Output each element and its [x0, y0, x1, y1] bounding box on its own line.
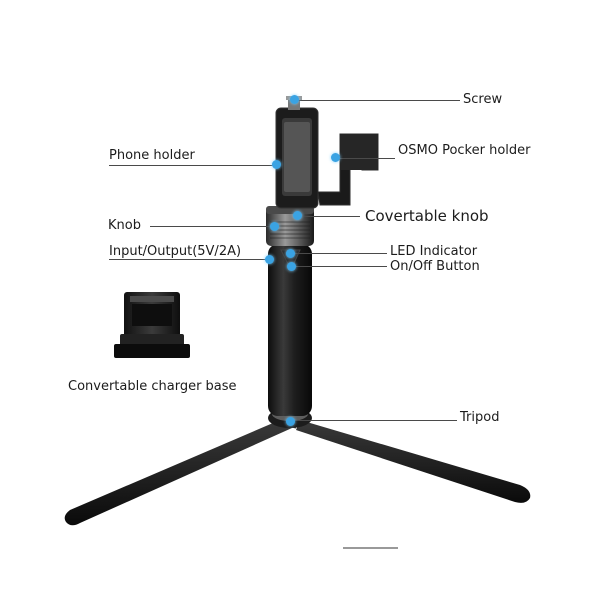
osmo-holder-label: OSMO Pocker holder [398, 143, 531, 158]
screw-leader [298, 100, 460, 101]
on-off-button-dot [287, 262, 296, 271]
charger-base-label: Convertable charger base [68, 379, 237, 394]
convertable-knob-label: Covertable knob [365, 207, 489, 225]
convertable-knob-dot [293, 211, 302, 220]
phone-holder-clamp [275, 96, 319, 209]
tripod-leader [292, 420, 457, 421]
knob-dot [270, 222, 279, 231]
input-output-label: Input/Output(5V/2A) [109, 244, 242, 259]
handle-body [268, 244, 312, 416]
convertable-knob-leader [300, 216, 360, 217]
input-output-leader [109, 259, 269, 260]
osmo-holder [317, 133, 379, 206]
phone-holder-label: Phone holder [109, 148, 195, 163]
phone-holder-leader [109, 165, 276, 166]
screw-dot [290, 95, 299, 104]
knob-label: Knob [108, 218, 141, 233]
led-indicator-dot [286, 249, 295, 258]
knob-leader [150, 226, 270, 227]
on-off-button-leader [292, 266, 387, 267]
osmo-holder-leader [337, 158, 395, 159]
on-off-button-label: On/Off Button [390, 259, 480, 274]
screw-label: Screw [463, 92, 503, 107]
charger-base [114, 292, 190, 358]
tripod-dot [286, 417, 295, 426]
input-output-dot [265, 255, 274, 264]
osmo-holder-dot [331, 153, 340, 162]
led-indicator-label: LED Indicator [390, 244, 478, 259]
phone-holder-dot [272, 160, 281, 169]
tripod-label: Tripod [460, 410, 500, 425]
led-indicator-leader [292, 253, 387, 254]
